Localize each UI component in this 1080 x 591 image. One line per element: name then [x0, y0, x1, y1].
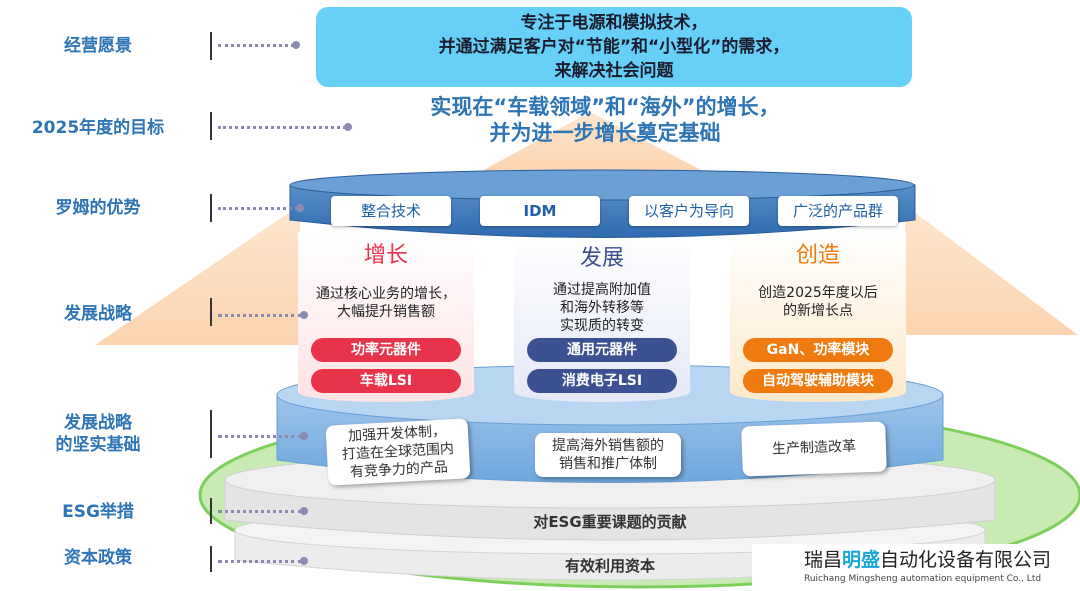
connector-esg: [218, 510, 302, 513]
vision-line-1: 专注于电源和模拟技术，: [520, 13, 708, 33]
column-creation: [730, 232, 906, 392]
foundation-overseas-sales-line2: 销售和推广体制: [559, 456, 657, 472]
column-creation-desc: 创造2025年度以后 的新增长点: [730, 284, 906, 320]
company-name-highlight: 明盛: [842, 549, 881, 571]
label-advantage: 罗姆的优势: [55, 198, 141, 218]
column-growth-desc-line1: 通过核心业务的增长，: [316, 286, 456, 302]
column-growth: [298, 232, 474, 392]
vision-box: 专注于电源和模拟技术， 并通过满足客户对“节能”和“小型化”的需求， 来解决社会…: [316, 7, 912, 87]
label-foundation-line2: 的坚实基础: [55, 435, 141, 455]
pill-adas-module: 自动驾驶辅助模块: [743, 369, 893, 393]
pill-gan-power-module: GaN、功率模块: [743, 338, 893, 362]
company-name-pre: 瑞昌: [804, 549, 843, 571]
advantage-customer-oriented: 以客户为导向: [629, 196, 749, 226]
connector-foundation-dot: [300, 432, 308, 440]
label-esg: ESG举措: [62, 502, 134, 522]
foundation-manufacturing-reform-line1: 生产制造改革: [771, 438, 857, 458]
vision-line-2: 并通过满足客户对“节能”和“小型化”的需求，: [438, 37, 790, 57]
pill-automotive-lsi: 车载LSI: [311, 369, 461, 393]
column-creation-title: 创造: [795, 243, 840, 268]
column-creation-desc-line2: 的新增长点: [783, 303, 853, 319]
column-creation-desc-line1: 创造2025年度以后: [758, 285, 878, 301]
goal-text: 实现在“车载领域”和“海外”的增长， 并为进一步增长奠定基础: [350, 94, 860, 146]
goal-line-1: 实现在“车载领域”和“海外”的增长，: [430, 95, 780, 119]
foundation-dev-system: 加强开发体制， 打造在全球范围内 有竞争力的产品: [325, 418, 471, 486]
connector-strategy: [218, 314, 302, 317]
capital-text: 有效利用资本: [564, 557, 655, 575]
connector-esg-dot: [300, 507, 308, 515]
column-development-desc-line1: 通过提高附加值: [553, 282, 651, 298]
separator-goal: [210, 112, 212, 140]
foundation-overseas-sales: 提高海外销售额的 销售和推广体制: [535, 433, 681, 477]
column-growth-title: 增长: [363, 243, 408, 268]
separator-capital: [210, 546, 212, 572]
label-strategy: 发展战略: [64, 304, 132, 324]
column-growth-desc-line2: 大幅提升销售额: [337, 304, 435, 320]
separator-foundation: [210, 410, 212, 458]
company-name-post: 自动化设备有限公司: [880, 549, 1052, 571]
connector-capital: [218, 560, 302, 563]
goal-line-2: 并为进一步增长奠定基础: [489, 121, 721, 145]
esg-text: 对ESG重要课题的贡献: [533, 513, 687, 531]
column-development: [514, 232, 690, 392]
advantage-idm: IDM: [480, 196, 600, 226]
connector-strategy-dot: [300, 311, 308, 319]
beam-left: [95, 205, 300, 345]
beam-right: [905, 205, 1078, 335]
connector-goal-dot: [344, 123, 352, 131]
label-foundation-line1: 发展战略: [64, 413, 132, 433]
advantage-product-range: 广泛的产品群: [778, 196, 898, 226]
column-development-title: 发展: [579, 246, 624, 271]
column-growth-desc: 通过核心业务的增长， 大幅提升销售额: [298, 285, 474, 321]
advantage-integrated-tech: 整合技术: [331, 196, 451, 226]
beam-top: [480, 112, 705, 172]
label-capital: 资本政策: [64, 548, 132, 568]
label-goal: 2025年度的目标: [31, 118, 165, 138]
company-name: 瑞昌明盛自动化设备有限公司: [804, 548, 1051, 572]
column-development-desc: 通过提高附加值 和海外转移等 实现质的转变: [514, 281, 690, 335]
label-foundation: 发展战略 的坚实基础: [0, 412, 196, 456]
pill-power-devices: 功率元器件: [311, 338, 461, 362]
connector-vision-dot: [292, 41, 300, 49]
connector-advantage-dot: [296, 204, 304, 212]
separator-strategy: [210, 298, 212, 326]
pill-consumer-lsi: 消费电子LSI: [527, 369, 677, 393]
foundation-manufacturing-reform: 生产制造改革: [741, 421, 887, 477]
column-development-desc-line2: 和海外转移等: [560, 300, 644, 316]
separator-vision: [210, 32, 212, 60]
connector-advantage: [218, 207, 298, 210]
connector-vision: [218, 44, 294, 47]
connector-capital-dot: [300, 557, 308, 565]
company-name-english: Ruichang Mingsheng automation equipment …: [804, 574, 1042, 584]
column-development-desc-line3: 实现质的转变: [560, 318, 644, 334]
vision-line-3: 来解决社会问题: [554, 61, 674, 81]
separator-esg: [210, 498, 212, 524]
company-logo: 瑞昌明盛自动化设备有限公司 Ruichang Mingsheng automat…: [752, 544, 1080, 591]
connector-foundation: [218, 435, 302, 438]
foundation-overseas-sales-line1: 提高海外销售额的: [552, 438, 664, 454]
pill-general-devices: 通用元器件: [527, 338, 677, 362]
connector-goal: [218, 126, 346, 129]
separator-advantage: [210, 194, 212, 222]
label-vision: 经营愿景: [64, 36, 132, 56]
